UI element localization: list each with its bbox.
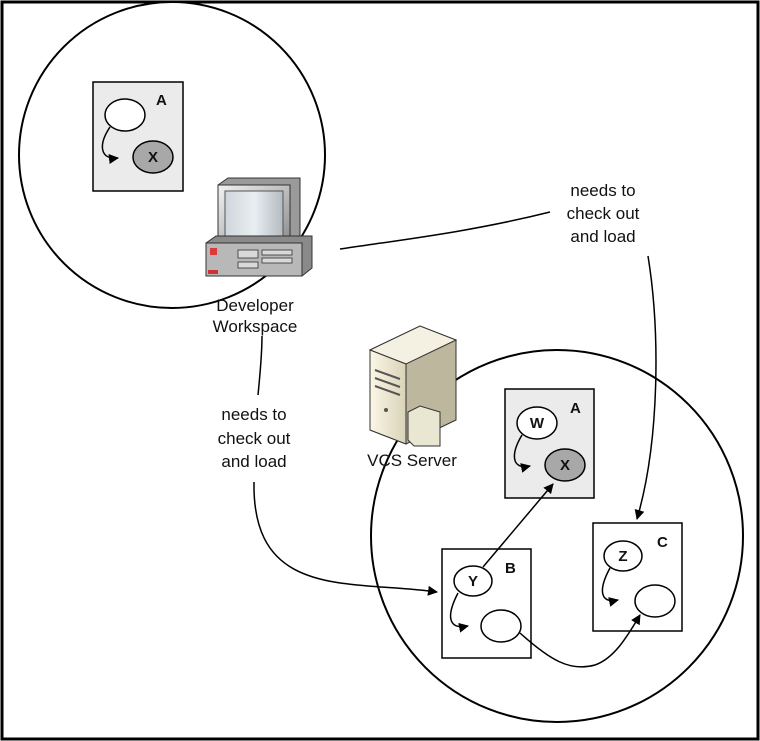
checkout-right-arrow — [634, 255, 657, 520]
server-node-x-label: X — [560, 457, 570, 474]
server-module-c-title: C — [657, 534, 668, 551]
server-node-z-label: Z — [618, 548, 627, 565]
workspace-to-left-label-line — [257, 335, 263, 396]
server-b-edge — [449, 592, 469, 633]
checkout-left-line2: check out — [218, 429, 291, 448]
server-module-a-title: A — [570, 400, 581, 417]
server-node-y-label: Y — [468, 573, 478, 590]
server-module-a-box — [504, 388, 595, 499]
workspace-edge — [101, 126, 119, 164]
computer-icon — [205, 177, 313, 277]
server-module-a: A W X — [504, 388, 595, 499]
checkout-right-line2: check out — [567, 204, 640, 223]
y-to-x-arrow — [482, 483, 554, 568]
server-node-w — [516, 406, 558, 440]
server-node-y — [453, 565, 493, 597]
checkout-left-line1: needs to — [221, 405, 286, 424]
checkout-left-arrow — [253, 481, 438, 596]
server-icon — [368, 325, 458, 447]
b-to-c-arrow — [519, 614, 641, 668]
server-c-empty-node — [634, 584, 676, 618]
developer-label-line1: Developer — [216, 296, 294, 315]
workspace-node-x-label: X — [148, 149, 158, 166]
checkout-right-line1: needs to — [570, 181, 635, 200]
workspace-module-a-box — [92, 81, 184, 192]
server-node-w-label: W — [530, 415, 545, 432]
checkout-right-line3: and load — [570, 227, 635, 246]
workspace-node-x — [132, 140, 174, 174]
server-node-x — [544, 448, 586, 482]
server-label: VCS Server — [367, 451, 457, 470]
workspace-module-a-title: A — [156, 92, 167, 109]
workspace-empty-node — [104, 98, 146, 132]
workspace-to-label-line — [339, 211, 551, 250]
server-module-b-box — [441, 548, 532, 659]
server-c-edge — [601, 567, 619, 607]
server-b-empty-node — [480, 609, 522, 643]
server-node-z — [603, 540, 643, 572]
checkout-left-line3: and load — [221, 452, 286, 471]
developer-label-line2: Workspace — [213, 317, 298, 336]
server-module-b: B Y — [441, 548, 532, 659]
workspace-module-a: A X — [92, 81, 184, 192]
server-module-b-title: B — [505, 560, 516, 577]
server-module-c: C Z — [592, 522, 683, 632]
server-a-edge — [513, 434, 531, 473]
